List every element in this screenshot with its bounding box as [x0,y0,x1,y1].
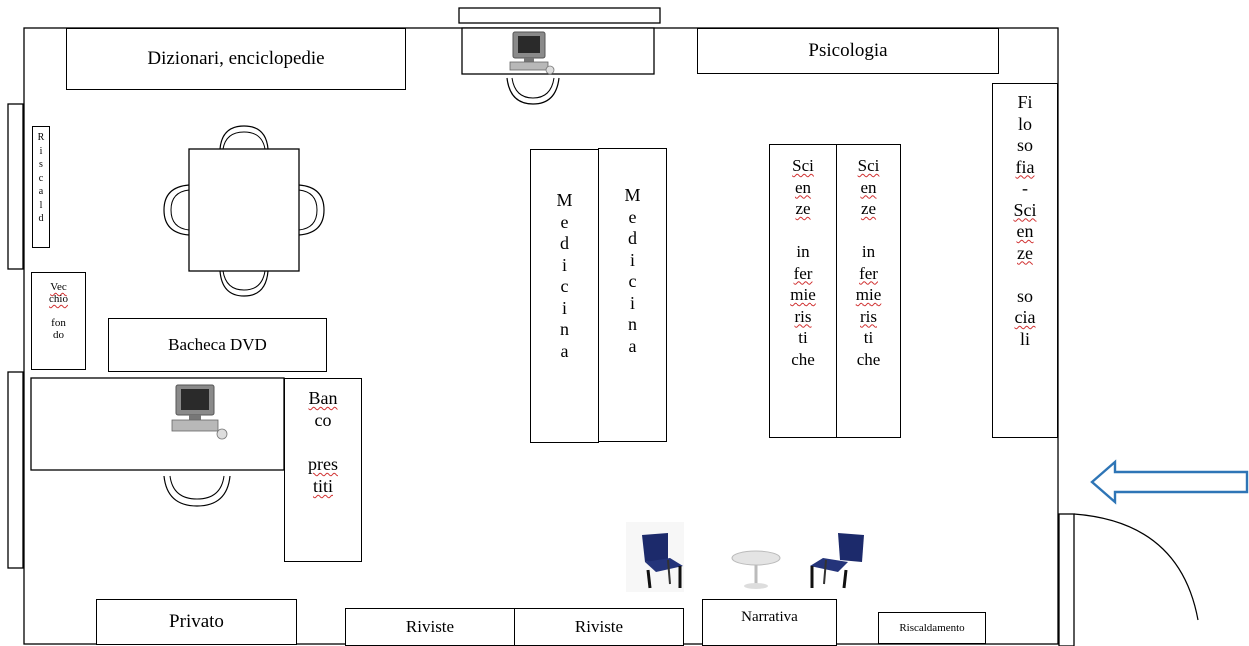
chair-icon [642,533,683,589]
shelf-scienze-infermieristiche-2: Sci en ze in fer mie ris ti che [836,144,901,438]
shelf-psicologia: Psicologia [697,28,999,74]
computer-icon [171,384,228,440]
heater-riscaldamento: Riscaldamento [878,612,986,644]
shelf-vecchio-fondo: Vec chio fon do [31,272,86,370]
banco-prestiti: Ban co pres titi [284,378,362,562]
shelf-riviste-1: Riviste [345,608,515,646]
shelf-label: Psicologia [808,40,888,61]
vertical-label: R i s c a l d [37,132,45,224]
top-window [458,7,661,24]
shelf-label: Riviste [574,617,624,636]
shelf-label: Dizionari, enciclopedie [147,48,325,69]
shelf-label: Riviste [405,617,455,636]
shelf-dizionari: Dizionari, enciclopedie [66,28,406,90]
table-icon [163,125,325,297]
top-desk [461,27,655,75]
left-wall-window-2 [7,371,24,569]
vertical-label: M e d i c i n a [624,185,641,356]
shelf-privato: Privato [96,599,297,645]
shelf-medicina-1: M e d i c i n a [530,149,599,443]
door-frame [1058,513,1075,646]
vertical-label: M e d i c i n a [556,190,573,361]
top-desk-chair [506,77,560,105]
shelf-label: Privato [169,611,224,632]
left-desk [30,377,285,471]
left-desk-chair [163,475,231,507]
vertical-label: Sci en ze in fer mie ris ti che [790,156,816,369]
vertical-label: Sci en ze in fer mie ris ti che [855,156,882,369]
table-icon [731,550,781,589]
vertical-label: Vec chio fon do [49,281,68,341]
door-icon [1073,513,1199,621]
shelf-label: Bacheca DVD [168,335,267,354]
vertical-label: Fi lo so fia - Sci en ze so cia li [1013,92,1037,349]
shelf-narrativa: Narrativa [702,599,837,646]
shelf-label: Riscaldamento [899,622,965,634]
chair-icon [810,533,864,589]
entrance-arrow-icon [1090,459,1249,505]
shelf-filosofia-scienze-sociali: Fi lo so fia - Sci en ze so cia li [992,83,1058,438]
shelf-label: Narrativa [741,609,798,625]
left-wall-window-1 [7,103,24,270]
shelf-scienze-infermieristiche-1: Sci en ze in fer mie ris ti che [769,144,837,438]
shelf-medicina-2: M e d i c i n a [598,148,667,442]
bacheca-dvd: Bacheca DVD [108,318,327,372]
heater-riscald: R i s c a l d [32,126,50,248]
computer-icon [509,31,555,75]
vertical-label: Ban co pres titi [308,388,338,496]
shelf-riviste-2: Riviste [514,608,684,646]
